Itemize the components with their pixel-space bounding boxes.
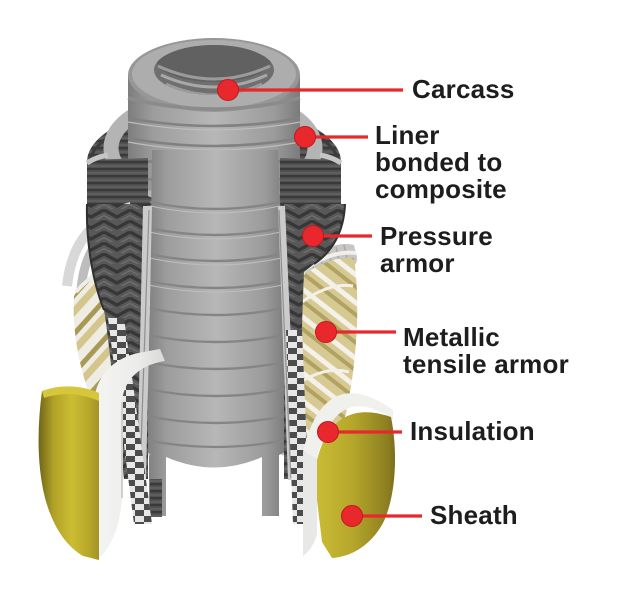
- callout-text-line: armor: [380, 248, 455, 278]
- callout-label-metallic-tensile-armor: Metallic tensile armor: [403, 324, 569, 378]
- insulation-left: [95, 349, 165, 560]
- callout-dot-metallic-tensile-armor: [315, 321, 337, 343]
- callout-dot-pressure-armor: [302, 225, 324, 247]
- callout-dot-insulation: [317, 421, 339, 443]
- callout-text-line: Carcass: [412, 74, 515, 104]
- callout-markers: [217, 79, 422, 527]
- carcass-column: [145, 150, 287, 516]
- sheath-left: [38, 386, 99, 560]
- callout-label-carcass: Carcass: [412, 76, 515, 103]
- callout-label-sheath: Sheath: [430, 502, 518, 529]
- insulation-right: [303, 393, 393, 556]
- callout-dot-sheath: [341, 505, 363, 527]
- callout-text-line: tensile armor: [403, 349, 569, 379]
- callout-dot-carcass: [217, 79, 239, 101]
- callout-text-line: Pressure: [380, 221, 493, 251]
- callout-text-line: bonded to: [375, 147, 503, 177]
- callout-text-line: Insulation: [410, 416, 535, 446]
- callout-text-line: Sheath: [430, 500, 518, 530]
- callout-label-pressure-armor: Pressure armor: [380, 223, 493, 277]
- callout-label-liner: Liner bonded to composite: [375, 122, 507, 203]
- callout-label-insulation: Insulation: [410, 418, 535, 445]
- tube-opening: [157, 45, 271, 95]
- callout-dot-liner: [294, 126, 316, 148]
- callout-text-line: Metallic: [403, 322, 500, 352]
- sheath-right: [317, 412, 396, 558]
- callout-text-line: composite: [375, 174, 507, 204]
- callout-text-line: Liner: [375, 120, 440, 150]
- liner-collar-front: [85, 152, 343, 216]
